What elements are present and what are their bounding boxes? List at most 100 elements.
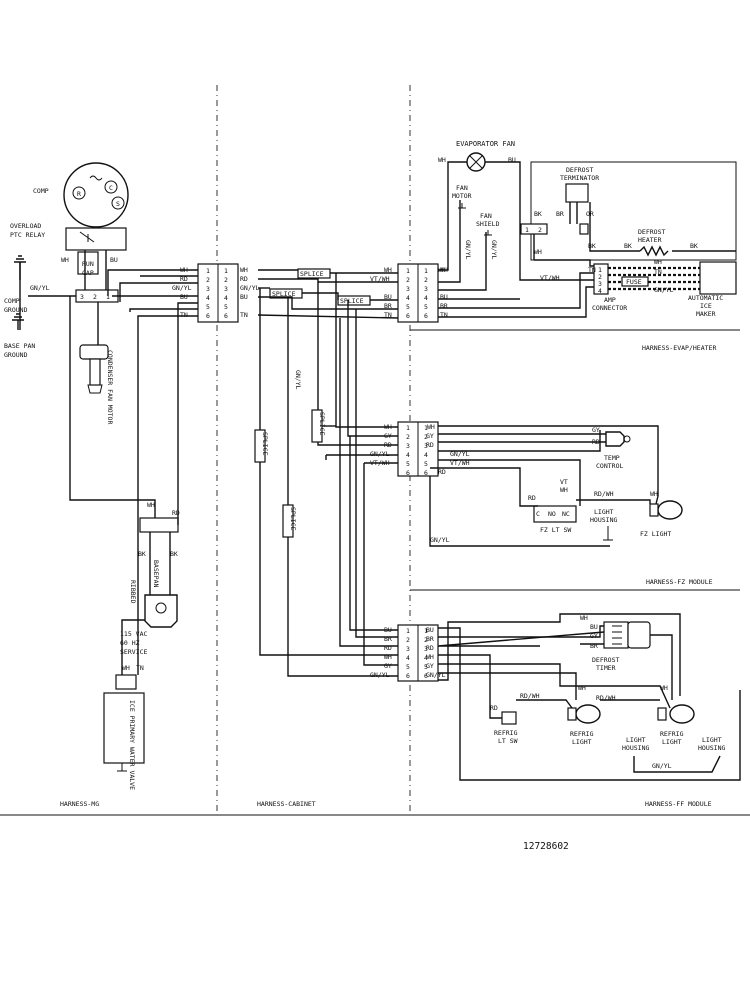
ff-housing-1-label-2: HOUSING xyxy=(622,744,649,752)
ff-housing-2-label-2: HOUSING xyxy=(698,744,725,752)
water-valve-connector xyxy=(115,674,137,690)
wire-label: WH xyxy=(147,501,155,509)
condenser-fan-motor xyxy=(79,344,109,360)
wire-label: GN/YL xyxy=(240,284,260,292)
sw-no-label: NO xyxy=(548,510,556,518)
ice-maker-label-3: MAKER xyxy=(696,310,716,318)
wire-label: GY xyxy=(426,432,434,440)
wire-label: GN/YL xyxy=(426,671,446,679)
wire-label: TN xyxy=(440,311,448,319)
wire-label: RD xyxy=(384,441,392,449)
pin-label: 1 xyxy=(424,627,428,635)
part-number: 12728602 xyxy=(523,841,569,852)
pin-label: 1 xyxy=(406,424,410,432)
wire-label: GY xyxy=(384,432,392,440)
wire-label: BK xyxy=(170,550,178,558)
overload-label-1: OVERLOAD xyxy=(10,222,41,230)
fz-light-bulb-icon xyxy=(657,500,683,520)
wire-label: TN xyxy=(180,311,188,319)
water-valve xyxy=(103,692,145,764)
wire-label: BU xyxy=(384,626,392,634)
pin-label: 2 xyxy=(424,276,428,284)
run-cap-label-1: RUN xyxy=(82,260,94,268)
mg-section: R C S COMP OVERLOAD PTC RELAY RUN CAP WH… xyxy=(4,162,198,790)
wire-label: VT/WH xyxy=(370,275,390,283)
wire-label: WH xyxy=(578,684,586,692)
wire-label: BU xyxy=(240,293,248,301)
compressor-icon xyxy=(63,162,129,228)
pin-label: 4 xyxy=(206,294,210,302)
sw-nc-label: NC xyxy=(562,510,570,518)
wire-label: VT/WH xyxy=(540,274,560,282)
pin-label: 3 xyxy=(80,293,84,301)
defrost-assembly-box xyxy=(530,161,737,261)
splice-label: SPLICE xyxy=(300,270,324,278)
pin-label: 1 xyxy=(525,226,529,234)
ice-maker-label-1: AUTOMATIC xyxy=(688,294,723,302)
splice-label: SPLICE xyxy=(340,297,364,305)
section-label-cabinet: HARNESS-CABINET xyxy=(257,800,316,808)
fan-motor-label-1: FAN xyxy=(456,184,468,192)
pin-label: 2 xyxy=(406,276,410,284)
wire-label: BU xyxy=(180,293,188,301)
wire-label: WH xyxy=(240,266,248,274)
wire-label: GN/YL xyxy=(464,240,472,260)
pin-label: 3 xyxy=(598,280,602,288)
wire-label: BU xyxy=(384,293,392,301)
temp-control-label-1: TEMP xyxy=(604,454,620,462)
pin-label: 5 xyxy=(424,303,428,311)
wire-label: BR xyxy=(384,635,392,643)
wire-label: WH xyxy=(650,490,658,498)
wire-label: WH xyxy=(384,266,392,274)
wire-label: RD xyxy=(240,275,248,283)
wire-label: RD xyxy=(172,509,180,517)
pin-label: 2 xyxy=(406,433,410,441)
fz-housing-label-2: HOUSING xyxy=(590,516,617,524)
defrost-term-label-1: DEFROST xyxy=(566,166,593,174)
wire-label: BR xyxy=(590,642,598,650)
wire-label: RD xyxy=(426,644,434,652)
fz-section: WH GY RD GN/YL VT/WH RD GY RD TEMP CONTR… xyxy=(426,423,683,547)
fan-motor-label-2: MOTOR xyxy=(452,192,472,200)
pin-label: 6 xyxy=(424,469,428,477)
overload-relay xyxy=(65,227,127,251)
pin-label: 4 xyxy=(424,654,428,662)
refrig-switch-label-1: REFRIG xyxy=(494,729,518,737)
service-label-2: 60 HZ xyxy=(120,639,140,647)
wire-label: BK xyxy=(534,210,542,218)
wire-label: BU xyxy=(440,293,448,301)
ribbed-label: RIBBED xyxy=(129,580,137,604)
run-cap-label-2: CAP xyxy=(82,269,94,277)
pin-label: 3 xyxy=(424,285,428,293)
fuse-label: FUSE xyxy=(626,278,642,286)
pin-label: 1 xyxy=(424,267,428,275)
section-label-evap: HARNESS-EVAP/HEATER xyxy=(642,344,716,352)
service-plug-icon xyxy=(144,594,178,628)
wire-label: WH xyxy=(534,248,542,256)
wire-label: RD xyxy=(426,441,434,449)
wire-label: RD xyxy=(180,275,188,283)
wire-label: RD/WH xyxy=(596,694,616,702)
service-label-3: SERVICE xyxy=(120,648,147,656)
wire-label: GN/YL xyxy=(490,240,498,260)
pin-label: 1 xyxy=(224,267,228,275)
pin-label: 6 xyxy=(424,672,428,680)
sw-c-label: C xyxy=(536,510,540,518)
pin-label: 6 xyxy=(206,312,210,320)
pin-label: 4 xyxy=(598,287,602,295)
temp-control-icon xyxy=(605,431,625,447)
refrig-light-1-icon xyxy=(575,704,601,724)
wire-label: WH xyxy=(654,258,662,266)
base-ground-label-1: BASE PAN xyxy=(4,342,35,350)
defrost-term-label-2: TERMINATOR xyxy=(560,174,599,182)
refrig-light-1-label-2: LIGHT xyxy=(572,738,592,746)
overload-label-2: PTC RELAY xyxy=(10,231,45,239)
pin-label: 2 xyxy=(406,636,410,644)
basepan-label: BASEPAN xyxy=(152,560,160,587)
pin-label: 3 xyxy=(406,645,410,653)
wire-label: WH xyxy=(61,256,69,264)
wire-label: BR xyxy=(556,210,564,218)
wire-label: GY xyxy=(592,426,600,434)
wire-label: BU xyxy=(110,256,118,264)
wire-label: RD xyxy=(528,494,536,502)
